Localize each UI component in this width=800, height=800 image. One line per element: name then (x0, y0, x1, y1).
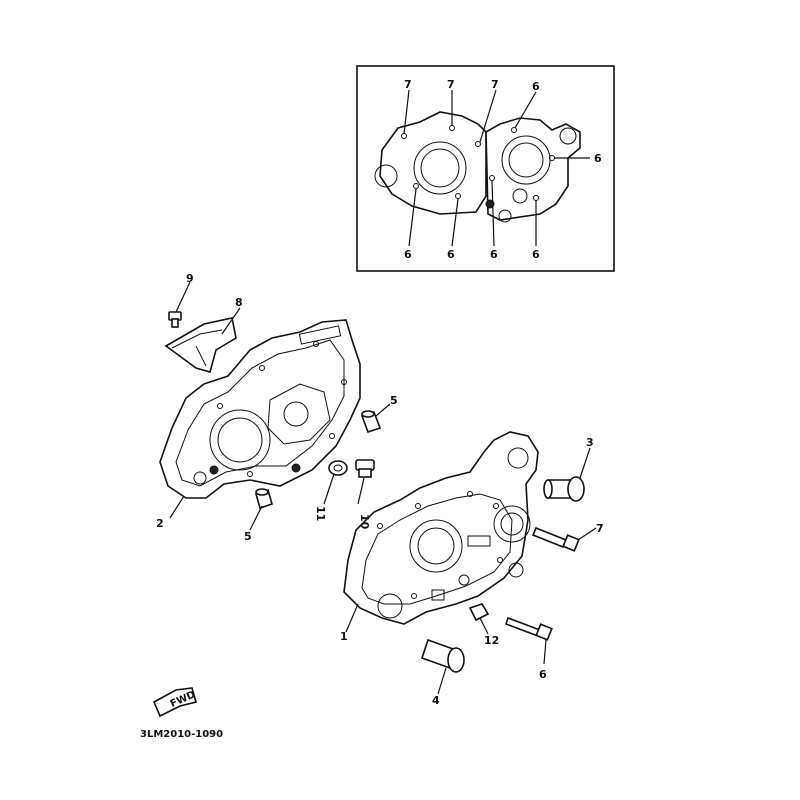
inset-panel: 7 7 7 6 6 6 6 6 6 (356, 65, 615, 272)
callout-5-lower: 5 (244, 530, 252, 543)
callout-10: 10 (358, 514, 371, 530)
part-12-nut (468, 603, 490, 622)
inset-label-6d: 6 (447, 248, 455, 261)
part-5-dowel-upper (360, 410, 382, 434)
callout-8: 8 (235, 296, 243, 309)
inset-label-6e: 6 (490, 248, 498, 261)
callout-4: 4 (432, 694, 440, 707)
inset-label-6a: 6 (532, 80, 540, 93)
diagram-code: 3LM2010-1090 (140, 729, 223, 740)
crankcase-right (343, 431, 539, 625)
callout-11: 11 (314, 506, 327, 521)
part-5-dowel-lower (255, 488, 273, 510)
callout-5-upper: 5 (390, 394, 398, 407)
part-4-bushing (420, 638, 465, 673)
crankcase-left (159, 319, 361, 499)
inset-label-6b: 6 (594, 152, 602, 165)
callout-12: 12 (484, 634, 499, 647)
callout-leaders (169, 281, 597, 695)
part-11-washer (328, 460, 348, 476)
part-7-bolt (531, 526, 580, 552)
callout-6: 6 (539, 668, 547, 681)
callout-2: 2 (156, 517, 164, 530)
callout-9: 9 (186, 272, 194, 285)
inset-label-6f: 6 (532, 248, 540, 261)
part-3-bushing (543, 476, 585, 502)
fwd-arrow-icon: FWD (152, 687, 197, 718)
callout-7: 7 (596, 522, 604, 535)
inset-label-7a: 7 (404, 78, 412, 91)
part-6-bolt (504, 616, 553, 641)
callout-1: 1 (340, 630, 348, 643)
part-10-plug (355, 459, 375, 478)
inset-label-7c: 7 (491, 78, 499, 91)
callout-3: 3 (586, 436, 594, 449)
part-9-bolt (168, 311, 182, 328)
part-8-bracket (164, 317, 237, 373)
inset-label-7b: 7 (447, 78, 455, 91)
inset-label-6c: 6 (404, 248, 412, 261)
